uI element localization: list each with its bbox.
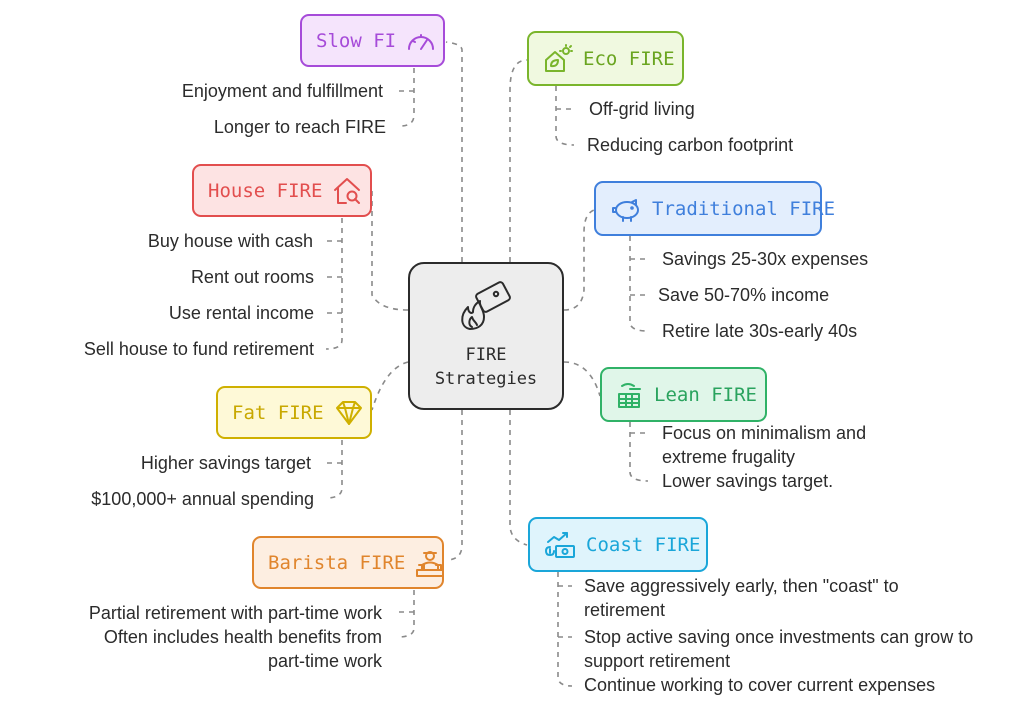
center-title-line2: Strategies (434, 369, 538, 389)
minimal-room-icon (618, 382, 641, 408)
coast-fire-label: Coast FIRE (586, 533, 701, 556)
slow-fi-node[interactable]: Slow FI (300, 14, 445, 67)
traditional-fire-node[interactable]: Traditional FIRE (594, 181, 835, 236)
barista-fire-item: Partial retirement with part-time work (88, 603, 382, 623)
center-node: FIRE Strategies (408, 262, 564, 410)
lean-fire-item: Focus on minimalism and extreme frugalit… (662, 423, 867, 467)
house-fire-item: Rent out rooms (190, 267, 314, 287)
eco-fire-node[interactable]: Eco FIRE (527, 31, 684, 86)
house-fire-item: Buy house with cash (147, 231, 313, 251)
house-fire-item: Use rental income (168, 303, 314, 323)
traditional-fire-item: Retire late 30s-early 40s (662, 321, 858, 341)
barista-fire-node[interactable]: Barista FIRE (252, 536, 445, 589)
coast-fire-item: Continue working to cover current expens… (584, 675, 936, 695)
coast-fire-item: Save aggressively early, then "coast" to… (584, 576, 899, 620)
fat-fire-item: $100,000+ annual spending (91, 489, 314, 509)
eco-fire-item: Reducing carbon footprint (587, 135, 794, 155)
fat-fire-item: Higher savings target (140, 453, 311, 473)
piggy-bank-icon (612, 198, 639, 222)
gauge-icon (408, 33, 435, 50)
barista-fire-label: Barista FIRE (268, 551, 406, 574)
coast-fire-node[interactable]: Coast FIRE (528, 517, 708, 572)
eco-fire-label: Eco FIRE (583, 47, 675, 70)
slow-fi-item: Longer to reach FIRE (213, 117, 386, 137)
fire-card-icon (461, 281, 511, 330)
coast-fire-item: Stop active saving once investments can … (584, 627, 974, 671)
house-fire-label: House FIRE (208, 179, 323, 202)
fat-fire-node[interactable]: Fat FIRE (216, 386, 372, 439)
slow-fi-label: Slow FI (316, 29, 397, 52)
slow-fi-item: Enjoyment and fulfillment (181, 81, 383, 101)
house-fire-item: Sell house to fund retirement (83, 339, 314, 359)
center-title-line1: FIRE (465, 345, 507, 365)
eco-fire-item: Off-grid living (589, 99, 695, 119)
lean-fire-item: Lower savings target. (662, 471, 834, 491)
lean-fire-node[interactable]: Lean FIRE (600, 367, 767, 422)
diamond-icon (335, 400, 362, 425)
money-growth-icon (545, 531, 575, 558)
traditional-fire-item: Savings 25-30x expenses (662, 249, 869, 269)
lean-fire-label: Lean FIRE (654, 383, 757, 406)
traditional-fire-label: Traditional FIRE (652, 197, 836, 220)
house-search-icon (334, 177, 361, 204)
barista-fire-item: Often includes health benefits from part… (103, 627, 382, 671)
fat-fire-label: Fat FIRE (232, 401, 324, 424)
barista-icon (416, 550, 445, 577)
house-fire-node[interactable]: House FIRE (192, 164, 372, 217)
traditional-fire-item: Save 50-70% income (658, 285, 830, 305)
eco-house-icon (545, 43, 573, 72)
